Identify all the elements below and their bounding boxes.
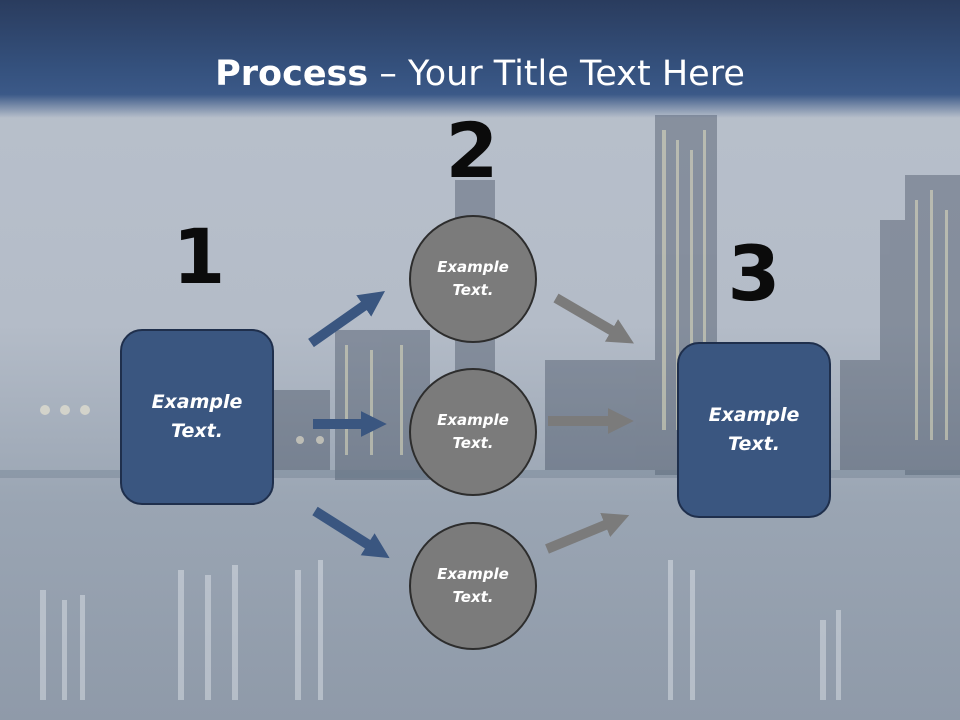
title-bar: [0, 0, 960, 118]
arrow-circle-bottom-to-box3: [545, 512, 630, 554]
arrow-circle-top-to-box3: [553, 293, 634, 344]
circle-middle-text: Example Text.: [437, 411, 509, 452]
step2-circle-middle: Example Text.: [409, 368, 537, 496]
step-number-3: 3: [727, 229, 781, 318]
step-number-1: 1: [172, 212, 226, 301]
step2-circle-top: Example Text.: [409, 215, 537, 343]
title-rest: – Your Title Text Here: [368, 54, 745, 94]
step3-box-text: Example Text.: [708, 404, 800, 455]
step-number-2: 2: [445, 106, 499, 195]
circle-top-text: Example Text.: [437, 258, 509, 299]
arrow-box1-to-circle-top: [308, 291, 386, 348]
step2-circle-bottom: Example Text.: [409, 522, 537, 650]
step1-box-text: Example Text.: [151, 391, 243, 442]
circle-bottom-text: Example Text.: [437, 565, 509, 606]
arrow-box1-to-circle-bottom: [312, 506, 390, 559]
title-bold: Process: [215, 54, 369, 94]
step1-box: Example Text.: [120, 329, 274, 505]
slide-title: Process – Your Title Text Here: [0, 52, 960, 96]
step3-box: Example Text.: [677, 342, 831, 518]
